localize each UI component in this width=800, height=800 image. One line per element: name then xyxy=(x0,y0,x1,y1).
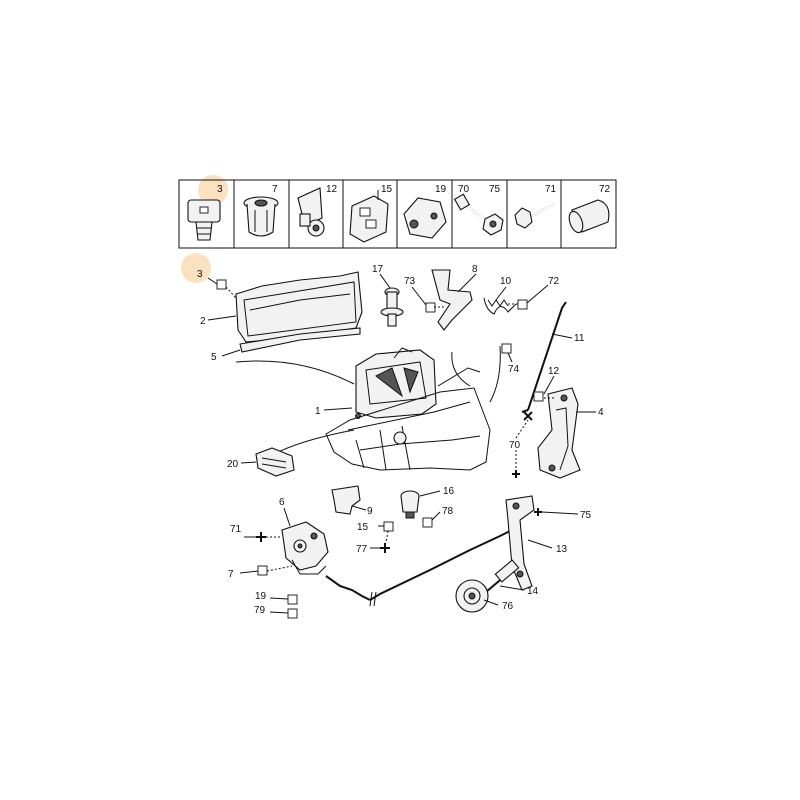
callout-label: 8 xyxy=(472,264,478,275)
callout-label: 70 xyxy=(509,440,521,451)
car-body-outline xyxy=(325,347,491,471)
push-clip-icon xyxy=(187,199,221,241)
highlight-marker-header xyxy=(198,175,228,205)
hood-panel-group xyxy=(235,271,437,419)
header-label: 7 xyxy=(272,184,278,195)
callout-label: 75 xyxy=(580,510,592,521)
header-label: 70 xyxy=(458,184,470,195)
callout-label: 73 xyxy=(404,276,416,287)
bolt-17 xyxy=(380,287,404,327)
header-label: 71 xyxy=(545,184,557,195)
vent-grille xyxy=(255,447,295,477)
callout-label: 7 xyxy=(228,569,234,580)
header-label: 12 xyxy=(326,184,338,195)
header-label: 15 xyxy=(381,184,393,195)
callout-label: 5 xyxy=(211,352,217,363)
callout-label: 10 xyxy=(500,276,512,287)
callout-label: 16 xyxy=(443,486,455,497)
release-cable xyxy=(369,527,517,607)
callout-label: 77 xyxy=(356,544,368,555)
callout-label: 6 xyxy=(279,497,285,508)
release-lever-bracket xyxy=(505,495,535,591)
header-label: 72 xyxy=(599,184,611,195)
callout-label: 78 xyxy=(442,506,454,517)
callout-label: 15 xyxy=(357,522,369,533)
callout-label: 1 xyxy=(315,406,321,417)
lock-mechanism xyxy=(281,521,371,601)
grommet-nut-icon xyxy=(243,196,279,237)
cable-clip-icon xyxy=(297,187,325,237)
callout-label: 3 xyxy=(197,269,203,280)
highlight-marker-diagram xyxy=(181,253,211,283)
flange-bolt-icon xyxy=(514,203,555,229)
callout-label: 13 xyxy=(556,544,568,555)
callout-label: 11 xyxy=(574,333,585,344)
callout-label: 79 xyxy=(254,605,266,616)
header-label: 19 xyxy=(435,184,447,195)
retainer-block-icon xyxy=(403,197,447,239)
rubber-buffer-16 xyxy=(400,490,420,519)
callout-label: 12 xyxy=(548,366,560,377)
prop-rod xyxy=(521,301,567,413)
leader-lines xyxy=(207,273,596,614)
hood-hinge-bracket xyxy=(431,269,517,331)
callout-label: 19 xyxy=(255,591,267,602)
callout-label: 2 xyxy=(200,316,206,327)
callout-label: 20 xyxy=(227,459,239,470)
bracket-clip-icon xyxy=(349,190,389,243)
rubber-buffer-icon xyxy=(568,199,610,234)
parts-header-strip: 3 7 12 15 19 70 75 71 72 xyxy=(178,179,617,249)
bolt-with-nut-icon xyxy=(453,193,504,236)
callout-label: 72 xyxy=(548,276,560,287)
part-boxes xyxy=(216,279,544,619)
latch-plate xyxy=(537,387,581,479)
callout-label: 76 xyxy=(502,601,514,612)
bracket-9 xyxy=(331,485,361,515)
cross-markers xyxy=(256,411,542,553)
callout-label: 71 xyxy=(230,524,242,535)
callout-label: 17 xyxy=(372,264,384,275)
header-label: 3 xyxy=(217,184,223,195)
callout-label: 4 xyxy=(598,407,604,418)
callout-label: 74 xyxy=(508,364,520,375)
release-handle xyxy=(455,559,520,613)
header-label: 75 xyxy=(489,184,501,195)
callout-label: 14 xyxy=(527,586,539,597)
callout-label: 9 xyxy=(367,506,373,517)
callout-labels: 3 2 5 1 20 17 73 8 10 72 11 74 12 4 70 1… xyxy=(197,264,604,616)
